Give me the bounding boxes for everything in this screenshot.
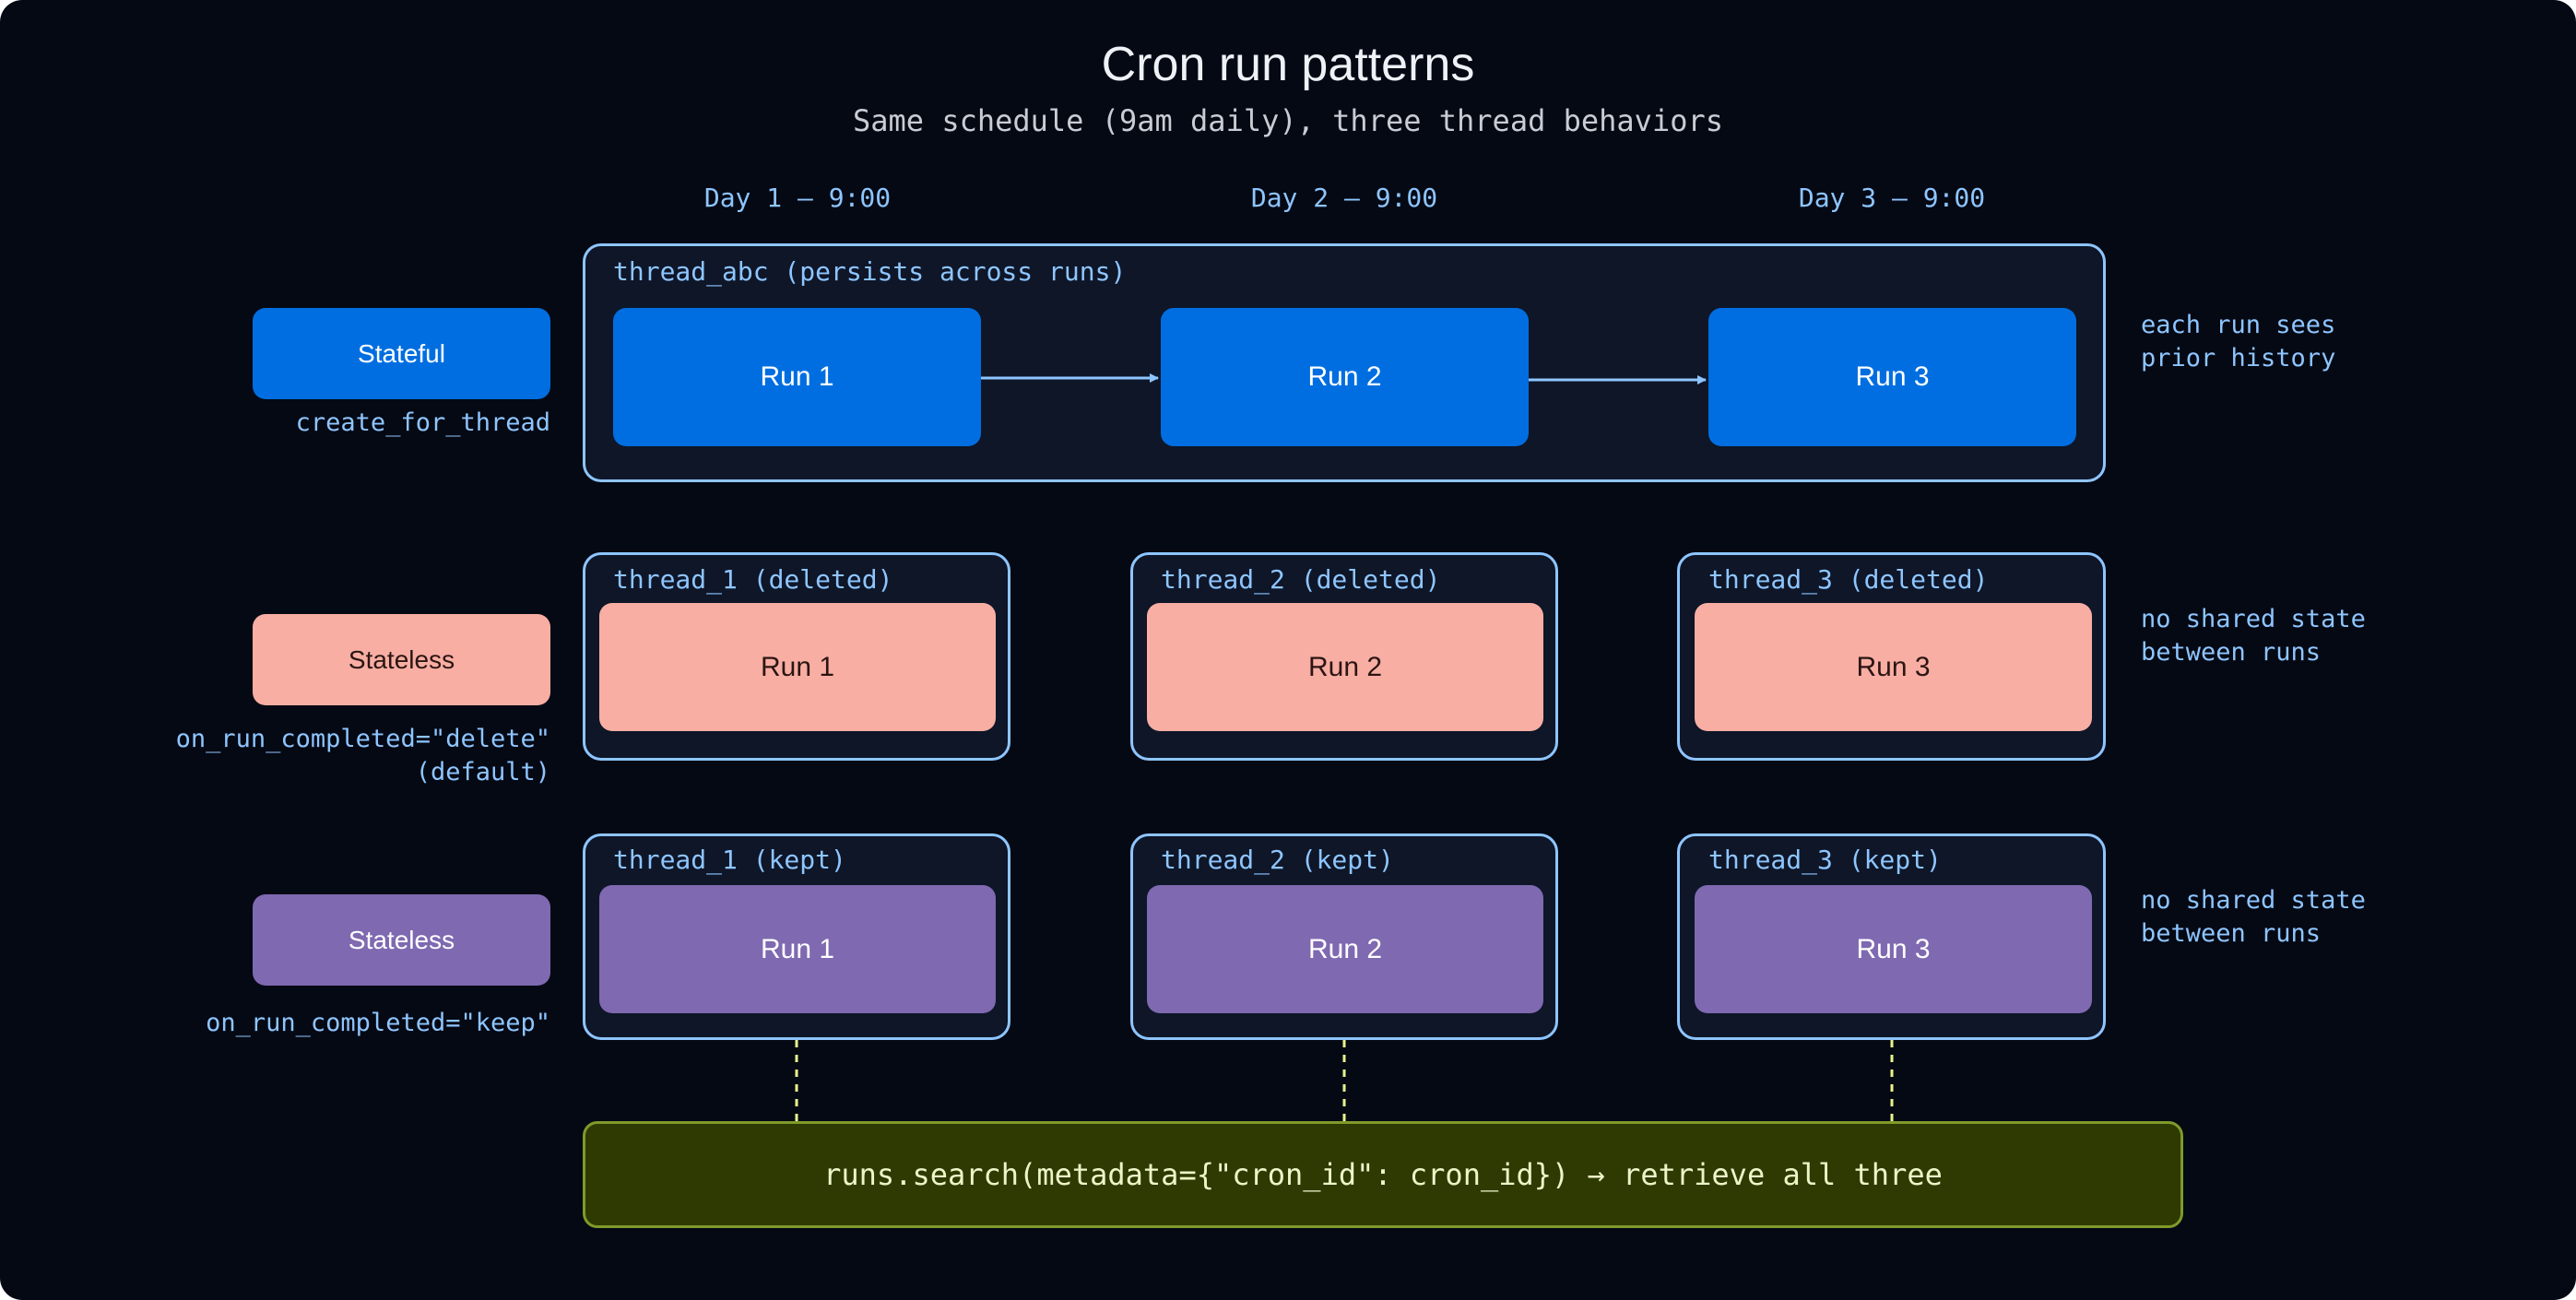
thread-2-deleted-label: thread_2 (deleted) [1161, 564, 1441, 595]
diagram-subtitle: Same schedule (9am daily), three thread … [852, 103, 1723, 138]
day-2-header: Day 2 — 9:00 [1250, 183, 1438, 213]
runs-search-box: runs.search(metadata={"cron_id": cron_id… [583, 1121, 2183, 1228]
stateful-note: each run sees prior history [2141, 311, 2336, 372]
api-line: create_for_thread [295, 408, 550, 437]
thread-3-kept-label: thread_3 (kept) [1708, 845, 1942, 875]
api-line: on_run_completed="delete" [175, 725, 550, 753]
kept-run-2: Run 2 [1147, 885, 1543, 1013]
stateless-delete-mode-badge: Stateless [253, 614, 550, 705]
day-3-header: Day 3 — 9:00 [1798, 183, 1986, 213]
stateful-run-2: Run 2 [1161, 308, 1529, 446]
stateless-keep-note: no shared state between runs [2141, 886, 2366, 948]
stateful-mode-badge: Stateful [253, 308, 550, 399]
stateless-keep-api-label: on_run_completed="keep" [92, 1007, 550, 1040]
api-line-default: (default) [415, 758, 550, 786]
api-line: on_run_completed="keep" [206, 1009, 550, 1037]
stateless-delete-note: no shared state between runs [2141, 605, 2366, 667]
deleted-run-1: Run 1 [599, 603, 996, 731]
thread-abc-label: thread_abc (persists across runs) [613, 256, 1127, 287]
stateful-api-label: create_for_thread [92, 407, 550, 440]
kept-run-1: Run 1 [599, 885, 996, 1013]
day-1-header: Day 1 — 9:00 [703, 183, 892, 213]
stateful-run-1: Run 1 [613, 308, 981, 446]
deleted-run-3: Run 3 [1695, 603, 2092, 731]
stateful-run-3: Run 3 [1708, 308, 2076, 446]
thread-1-deleted-label: thread_1 (deleted) [613, 564, 893, 595]
diagram-title: Cron run patterns [1101, 38, 1475, 91]
thread-1-kept-label: thread_1 (kept) [613, 845, 846, 875]
stateless-keep-mode-badge: Stateless [253, 894, 550, 986]
kept-run-3: Run 3 [1695, 885, 2092, 1013]
deleted-run-2: Run 2 [1147, 603, 1543, 731]
thread-3-deleted-label: thread_3 (deleted) [1708, 564, 1989, 595]
stateless-delete-api-label: on_run_completed="delete" (default) [92, 723, 550, 789]
thread-2-kept-label: thread_2 (kept) [1161, 845, 1394, 875]
